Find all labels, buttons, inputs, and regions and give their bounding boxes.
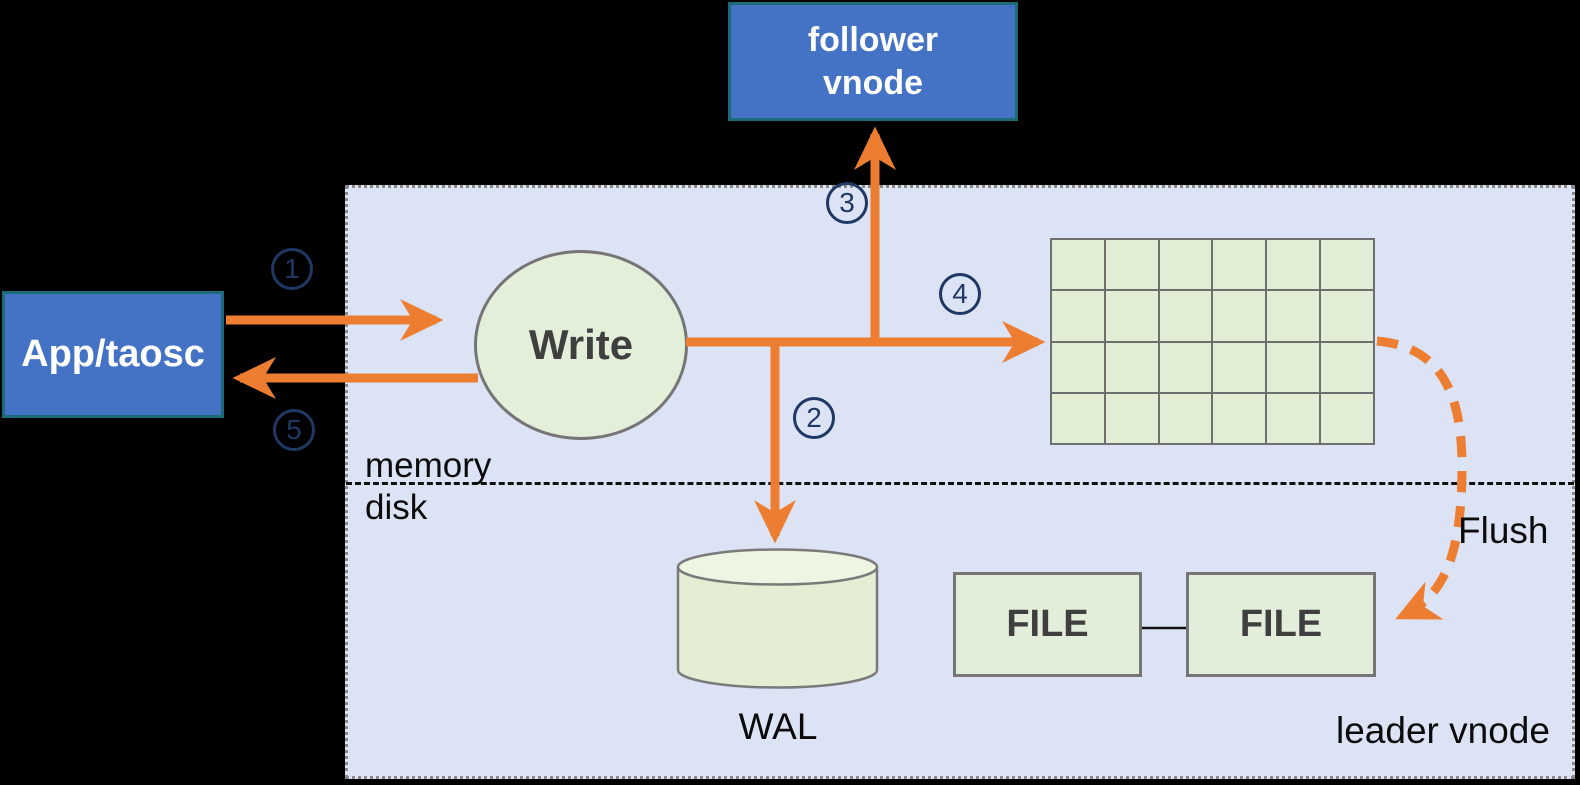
wal-label: WAL	[738, 706, 818, 747]
write-label: Write	[528, 321, 634, 368]
memtable-grid	[1050, 238, 1375, 445]
flush-label: Flush	[1458, 510, 1549, 551]
memtable-cell	[1267, 342, 1320, 392]
step-1-number: 1	[284, 253, 300, 284]
memtable-cell	[1105, 342, 1158, 392]
step-badge-2: 2	[793, 397, 835, 439]
memtable-cell	[1267, 291, 1320, 341]
memtable-cell	[1052, 240, 1104, 290]
memtable-cell	[1267, 393, 1320, 443]
step-4-number: 4	[952, 278, 968, 309]
memtable-cell	[1159, 291, 1212, 341]
step-badge-1: 1	[271, 248, 313, 290]
memtable-cell	[1052, 393, 1104, 443]
memtable-cell	[1159, 393, 1212, 443]
follower-vnode-label-line2: vnode	[822, 63, 924, 102]
step-badge-3: 3	[826, 182, 868, 224]
memtable-cell	[1213, 291, 1266, 341]
memtable-cell	[1213, 240, 1266, 290]
memtable-cell	[1052, 342, 1104, 392]
memory-disk-divider	[346, 482, 1574, 485]
file-node-right: FILE	[1186, 572, 1376, 677]
memtable-cell	[1321, 240, 1373, 290]
write-node: Write	[474, 250, 688, 440]
memtable-cell	[1321, 342, 1373, 392]
memtable-cell	[1105, 393, 1158, 443]
memtable-cell	[1105, 291, 1158, 341]
app-taosc-node: App/taosc	[2, 291, 224, 418]
step-2-number: 2	[806, 402, 822, 433]
memtable-cell	[1159, 342, 1212, 392]
memtable-cell	[1213, 393, 1266, 443]
memtable-cell	[1105, 240, 1158, 290]
app-taosc-label: App/taosc	[21, 333, 205, 375]
file-node-left: FILE	[953, 572, 1142, 677]
memtable-cell	[1052, 291, 1104, 341]
follower-vnode-node: follower vnode	[728, 2, 1018, 121]
step-3-number: 3	[839, 187, 855, 218]
memtable-cell	[1321, 291, 1373, 341]
step-badge-4: 4	[939, 273, 981, 315]
step-badge-5: 5	[273, 409, 315, 451]
step-5-number: 5	[286, 414, 302, 445]
memory-label: memory	[365, 446, 492, 485]
follower-vnode-label-line1: follower	[807, 21, 939, 59]
file-left-label: FILE	[1006, 603, 1089, 645]
memtable-cell	[1213, 342, 1266, 392]
memtable-cell	[1267, 240, 1320, 290]
file-right-label: FILE	[1239, 603, 1323, 645]
memtable-cell	[1159, 240, 1212, 290]
memtable-cell	[1321, 393, 1373, 443]
disk-label: disk	[365, 488, 428, 527]
leader-vnode-label: leader vnode	[1336, 710, 1550, 751]
